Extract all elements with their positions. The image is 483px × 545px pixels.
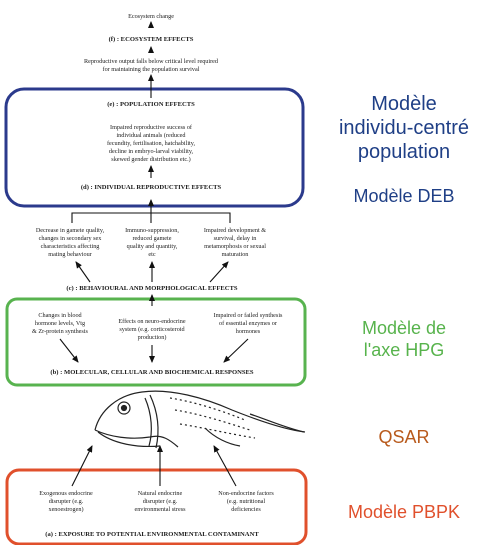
impaired-text-line: decline in embryo-larval viability, [109,148,194,155]
repro-text-line: for maintaining the population survival [103,66,200,73]
impaired-text-line: skewed gender distribution etc.) [111,156,190,163]
molecular-effect-3-line: Impaired or failed synthesis [214,312,283,319]
behav-effect-2-line: quality and quantity, [127,243,178,250]
population-box [4,87,305,208]
hpg-box [5,297,307,387]
molecular-effect-1-line: Changes in blood [38,312,82,319]
behav-effect-1-line: characteristics affecting [41,243,100,250]
exposure-source-2-line: Natural endocrine [138,490,183,497]
model-line: individu-centré [338,117,470,139]
molecular-effect-1-line: & Zr-protein synthesis [32,328,88,335]
fish-illustration [94,390,306,449]
behav-effect-3-line: maturation [222,251,249,258]
impaired-text-line: individual animals (reduced [116,132,186,139]
f-ecosystem-effects-label: (f) : ECOSYSTEM EFFECTS [109,36,194,43]
e-population-effects-label: (e) : POPULATION EFFECTS [107,101,195,108]
exposure-source-1-line: xenoestrogen) [48,506,83,513]
behav-effect-2-line: etc [148,251,155,258]
model-line: l'axe HPG [363,339,445,360]
exposure-source-1-line: Exogenous endocrine [39,490,93,497]
model-pbpk-label: Modèle PBPK [330,502,478,524]
pbpk-box [5,468,308,545]
behav-effect-1-line: mating behaviour [48,251,91,258]
exposure-source-1-line: disrupter (e.g. [49,498,84,505]
model-line: Modèle DEB [353,186,455,206]
behav-effect-3-line: survival, delay in [214,235,257,242]
model-line: Modèle [371,93,437,115]
behav-effect-2-line: reduced gamete [133,235,172,242]
behav-effect-2-line: Immuno-suppression, [125,227,179,234]
model-line: QSAR [378,427,430,447]
b-molecular-responses-label: (b) : MOLECULAR, CELLULAR AND BIOCHEMICA… [50,369,253,376]
behav-effect-3-line: Impaired development & [204,227,266,234]
exposure-source-3-line: Non-endocrine factors [218,490,274,497]
molecular-effect-2-line: system (e.g. corticosteroid [119,326,185,333]
molecular-effect-3-line: of essential enzymes or [219,320,277,327]
model-line: Modèle de [361,318,447,338]
model-individu-centre-label: Modèle individu-centré population [330,92,478,164]
behav-effect-1-line: Decrease in gamete quality, [36,227,105,234]
model-qsar-label: QSAR [330,427,478,449]
c-behavioural-effects-label: (c) : BEHAVIOURAL AND MORPHOLOGICAL EFFE… [66,285,237,292]
exposure-source-3-line: deficiencies [231,506,261,513]
exposure-source-2-line: environmental stress [134,506,186,513]
molecular-effect-2-line: production) [138,334,167,341]
model-deb-label: Modèle DEB [330,186,478,208]
flow-arrows [59,21,249,487]
model-hpg-label: Modèle de l'axe HPG [330,318,478,361]
molecular-effect-3-line: hormones [236,328,261,335]
molecular-effect-2-line: Effects on neuro-endocrine [118,318,185,325]
impaired-text-line: fecundity, fertilisation, hatchability, [107,140,195,147]
molecular-effect-1-line: hormone levels, Vtg [35,320,85,327]
model-line: population [357,141,451,163]
behav-effect-1-line: changes in secondary sex [39,235,103,242]
behav-effect-3-line: metamorphosis or sexual [204,243,266,250]
ecosystem-change-text: Ecosystem change [128,13,174,20]
a-exposure-label: (a) : EXPOSURE TO POTENTIAL ENVIRONMENTA… [45,531,259,538]
exposure-source-3-line: (e.g. nutritional [227,498,266,505]
d-individual-effects-label: (d) : INDIVIDUAL REPRODUCTIVE EFFECTS [81,184,222,191]
model-line: Modèle PBPK [347,502,461,522]
impaired-text-line: Impaired reproductive success of [110,124,193,131]
repro-text-line: Reproductive output falls below critical… [84,58,219,65]
exposure-source-2-line: disrupter (e.g. [143,498,178,505]
